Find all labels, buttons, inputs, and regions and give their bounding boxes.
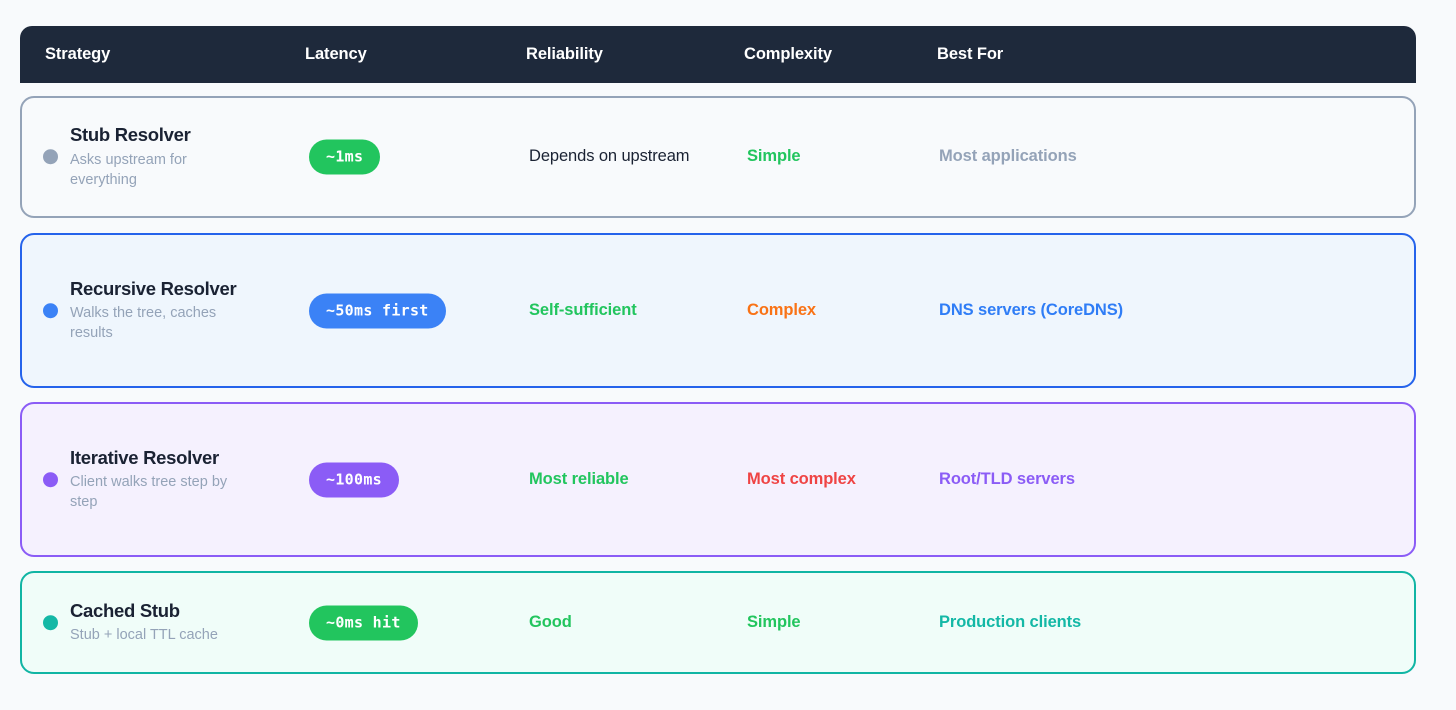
- table-row[interactable]: Cached Stub Stub + local TTL cache ~0ms …: [20, 571, 1416, 674]
- cell-strategy: Stub Resolver Asks upstream for everythi…: [43, 124, 293, 190]
- latency-badge: ~50ms first: [309, 293, 446, 328]
- cell-complexity: Simple: [747, 147, 801, 166]
- cell-strategy: Cached Stub Stub + local TTL cache: [43, 600, 293, 646]
- cell-complexity: Simple: [747, 612, 801, 631]
- column-header-reliability: Reliability: [526, 45, 603, 63]
- strategy-text: Iterative Resolver Client walks tree ste…: [70, 447, 245, 513]
- strategy-name: Iterative Resolver: [70, 446, 219, 468]
- status-dot-icon: [43, 615, 58, 630]
- column-header-complexity: Complexity: [744, 45, 832, 63]
- strategy-subtitle: Stub + local TTL cache: [70, 627, 218, 644]
- latency-badge: ~0ms hit: [309, 605, 418, 640]
- strategy-text: Stub Resolver Asks upstream for everythi…: [70, 124, 245, 190]
- cell-complexity: Most complex: [747, 469, 856, 488]
- cell-latency: ~1ms: [309, 139, 381, 175]
- strategy-name: Cached Stub: [70, 599, 180, 621]
- cell-reliability: Good: [529, 612, 572, 631]
- column-header-best-for: Best For: [937, 45, 1004, 63]
- cell-strategy: Recursive Resolver Walks the tree, cache…: [43, 278, 293, 344]
- cell-latency: ~50ms first: [309, 293, 446, 328]
- strategy-subtitle: Walks the tree, caches results: [70, 305, 217, 342]
- column-header-strategy: Strategy: [45, 45, 111, 63]
- table-header-row: Strategy Latency Reliability Complexity …: [20, 26, 1416, 83]
- cell-latency: ~0ms hit: [309, 605, 418, 640]
- column-header-latency: Latency: [305, 45, 367, 63]
- cell-best-for: Most applications: [939, 147, 1077, 166]
- strategy-subtitle: Asks upstream for everything: [70, 151, 187, 188]
- strategy-text: Cached Stub Stub + local TTL cache: [70, 600, 218, 646]
- strategy-name: Recursive Resolver: [70, 277, 237, 299]
- latency-badge: ~100ms: [309, 462, 399, 497]
- cell-latency: ~100ms: [309, 462, 399, 497]
- cell-reliability: Self-sufficient: [529, 300, 637, 319]
- status-dot-icon: [43, 472, 58, 487]
- cell-best-for: DNS servers (CoreDNS): [939, 300, 1124, 319]
- cell-complexity: Complex: [747, 300, 816, 319]
- latency-badge: ~1ms: [309, 139, 381, 175]
- table-row[interactable]: Stub Resolver Asks upstream for everythi…: [20, 96, 1416, 218]
- cell-strategy: Iterative Resolver Client walks tree ste…: [43, 447, 293, 513]
- status-dot-icon: [43, 149, 58, 165]
- status-dot-icon: [43, 303, 58, 318]
- strategy-name: Stub Resolver: [70, 124, 191, 146]
- cell-reliability: Most reliable: [529, 469, 629, 488]
- cell-best-for: Root/TLD servers: [939, 469, 1075, 488]
- strategy-text: Recursive Resolver Walks the tree, cache…: [70, 278, 245, 344]
- strategy-subtitle: Client walks tree step by step: [70, 474, 228, 511]
- table-row[interactable]: Recursive Resolver Walks the tree, cache…: [20, 233, 1416, 388]
- cell-best-for: Production clients: [939, 612, 1082, 631]
- cell-reliability: Depends on upstream: [529, 147, 690, 166]
- table-row[interactable]: Iterative Resolver Client walks tree ste…: [20, 402, 1416, 557]
